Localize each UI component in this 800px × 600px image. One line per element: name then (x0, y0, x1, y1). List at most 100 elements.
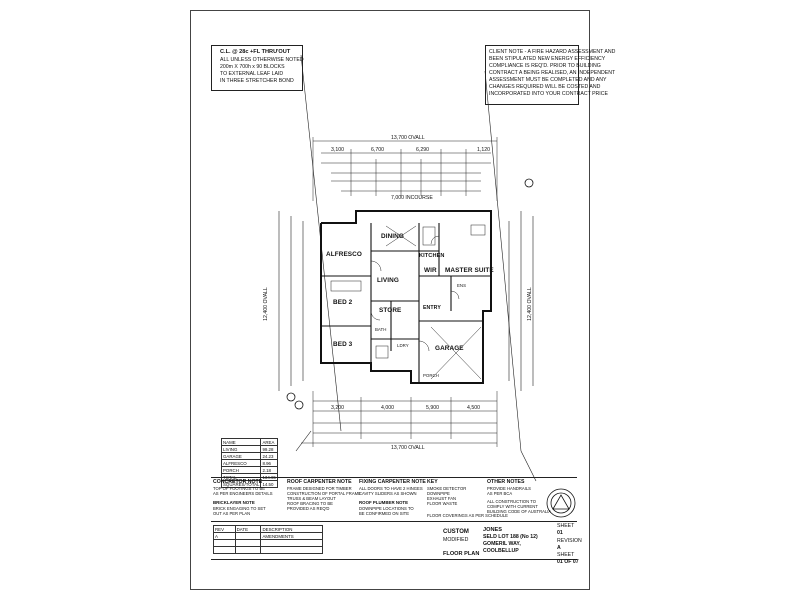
room-label-store: STORE (379, 307, 402, 314)
area-table-cell: GARAGE (220, 452, 262, 460)
revision-cell (234, 532, 262, 540)
room-label-alfresco: ALFRESCO (326, 251, 362, 258)
note-line: COMPLIANCE IS REQ'D. PRIOR TO BUILDING (489, 63, 601, 69)
room-label-kitchen: KITCHEN (419, 253, 445, 259)
title-block-project-line: GOMERIL WAY, (483, 541, 521, 547)
note-line: CHANGES REQUIRED WILL BE COSTED AND (489, 84, 601, 90)
spec-note-title: OTHER NOTES (487, 479, 525, 485)
area-table-header: NAME (220, 438, 262, 446)
spec-note-line: BUILDING CODE OF AUSTRALIA (487, 509, 552, 514)
note-box-cavity-lining: C.L. @ 28c +FL THRU'OUT ALL UNLESS OTHER… (211, 45, 304, 91)
room-label-porch: PORCH (423, 373, 439, 378)
spec-note-line: SMOKE DETECTOR (427, 486, 467, 491)
dimension-top-3: 6,290 (416, 147, 429, 153)
note-line: CLIENT NOTE - A FIRE HAZARD ASSESSMENT A… (489, 49, 616, 55)
revision-header: DESCRIPTION (260, 525, 323, 533)
area-table-cell: 24.23 (260, 452, 278, 460)
revision-header: DATE (234, 525, 262, 533)
dimension-top-1: 3,100 (331, 147, 344, 153)
floor-plan-drawing (278, 54, 576, 518)
spec-note-line: BRICKLAYER NOTE (213, 500, 255, 505)
spec-note-line: DOWNPIPE (427, 491, 450, 496)
note-line: C.L. @ 28c +FL THRU'OUT (220, 49, 291, 55)
revision-header: REV (213, 525, 236, 533)
spec-note-line: FLOOR COVERINGS AS PER SCHEDULE (427, 513, 508, 518)
room-label-garage: GARAGE (435, 345, 464, 352)
spec-note-line: TRUSS & BEAM LAYOUT (287, 496, 336, 501)
sheet-label: SHEET (557, 523, 575, 529)
room-label-living: LIVING (377, 277, 399, 284)
area-table-cell: LIVING (220, 445, 262, 453)
room-label-entry: ENTRY (423, 305, 441, 311)
notes-band-top-rule (211, 477, 577, 478)
notes-band-bottom-rule (211, 521, 577, 522)
spec-note-line: OUT AS PER PLAN (213, 511, 251, 516)
revision-cell: AMENDMENTS (260, 532, 323, 540)
spec-note-title: CONCRETOR NOTE (213, 479, 263, 485)
spec-note-line: AS PER BCA (487, 491, 513, 496)
note-line: INCORPORATED INTO YOUR CONTRACT PRICE (489, 91, 608, 97)
note-line: ALL UNLESS OTHERWISE NOTED (220, 57, 304, 63)
area-table-cell: PORCH (220, 466, 262, 474)
room-label-bath: BATH (375, 327, 387, 332)
spec-note-line: BE CONFIRMED ON SITE (359, 511, 410, 516)
dimension-top-2: 6,700 (371, 147, 384, 153)
note-line: TO EXTERNAL LEAF LAID (220, 71, 284, 77)
dimension-bottom-1: 3,200 (331, 405, 344, 411)
dimension-overall-right: 12,400 OVALL (526, 287, 533, 321)
revision-label: REVISION (557, 538, 582, 544)
spec-note-line: TOP OF FOOTINGS TO BE (213, 486, 266, 491)
room-label-bed2: BED 2 (333, 299, 353, 306)
dimension-overall-top: 13,700 OVALL (391, 135, 425, 141)
title-block-client: CUSTOM (443, 529, 469, 535)
area-table-cell: 14.50 (260, 480, 278, 488)
title-block-project-line: SELD LOT 188 (No 12) (483, 534, 538, 540)
revision-cell: A (213, 532, 236, 540)
spec-note-line: COMPLY WITH CURRENT (487, 504, 538, 509)
note-line: BEEN STIPULATED NEW ENERGY EFFICIENCY (489, 56, 606, 62)
title-block-rule (211, 559, 577, 560)
spec-note-line: ALL CONSTRUCTION TO (487, 499, 537, 504)
spec-note-line: PROVIDE HANDRAILS (487, 486, 531, 491)
title-block-client-sub: MODIFIED (443, 537, 469, 543)
spec-note-title: FIXING CARPENTER NOTE (359, 479, 426, 485)
room-label-bed3: BED 3 (333, 341, 353, 348)
note-line: CONTRACT A BEING REALISED, AN INDEPENDEN… (489, 70, 616, 76)
room-label-master: MASTER SUITE (445, 267, 494, 274)
title-block-project-line: COOLBELLUP (483, 548, 519, 554)
dimension-bottom-4: 4,500 (467, 405, 480, 411)
spec-note-line: AS PER ENGINEERS DETAILS (213, 491, 273, 496)
spec-note-line: FRAME DESIGNED FOR TIMBER (287, 486, 352, 491)
revision-table: REV DATE DESCRIPTION A AMENDMENTS (213, 525, 323, 554)
title-block-drawing: FLOOR PLAN (443, 551, 480, 557)
spec-note-line: FLOOR WASTE (427, 501, 458, 506)
spec-note-line: BRICK ENGAGING TO SET (213, 506, 266, 511)
area-table-cell: 99.28 (260, 445, 278, 453)
note-line: 200m X 700h x 90 BLOCKS (220, 64, 285, 70)
spec-note-title: ROOF CARPENTER NOTE (287, 479, 352, 485)
room-label-dining: DINING (381, 233, 404, 240)
sheet-number: 01 (557, 530, 563, 536)
revision-value: A (557, 545, 561, 551)
note-line: IN THREE STRETCHER BOND (220, 78, 294, 84)
room-label-wir: WIR (424, 267, 437, 274)
spec-note-line: ROOF PLUMBER NOTE (359, 500, 409, 505)
dimension-top-4: 1,120 (477, 147, 490, 153)
area-table-cell: 8.96 (260, 459, 278, 467)
spec-note-line: DOWNPIPE LOCATIONS TO (359, 506, 414, 511)
spec-note-line: CAVITY SLIDERS AS SHOWN (359, 491, 417, 496)
dimension-overall-left: 12,400 OVALL (262, 287, 269, 321)
spec-note-line: CONSTRUCTION OF PORTAL FRAME (287, 491, 361, 496)
dimension-brickwork: 7,000 INCOURSE (391, 195, 433, 201)
spec-note-title: KEY (427, 479, 438, 485)
dimension-bottom-2: 4,000 (381, 405, 394, 411)
spec-note-line: ALL DOORS TO HAVE 2 HINGES (359, 486, 423, 491)
area-table-cell: ALFRESCO (220, 459, 262, 467)
area-table-header: AREA (260, 438, 278, 446)
drawing-sheet: C.L. @ 28c +FL THRU'OUT ALL UNLESS OTHER… (190, 10, 615, 590)
area-table-cell: 2.18 (260, 466, 278, 474)
sheet-label: SHEET (557, 552, 575, 558)
spec-note-line: EXHAUST FAN (427, 496, 457, 501)
dimension-overall-bottom: 13,700 OVALL (391, 445, 425, 451)
room-label-ldry: LDRY (397, 343, 409, 348)
